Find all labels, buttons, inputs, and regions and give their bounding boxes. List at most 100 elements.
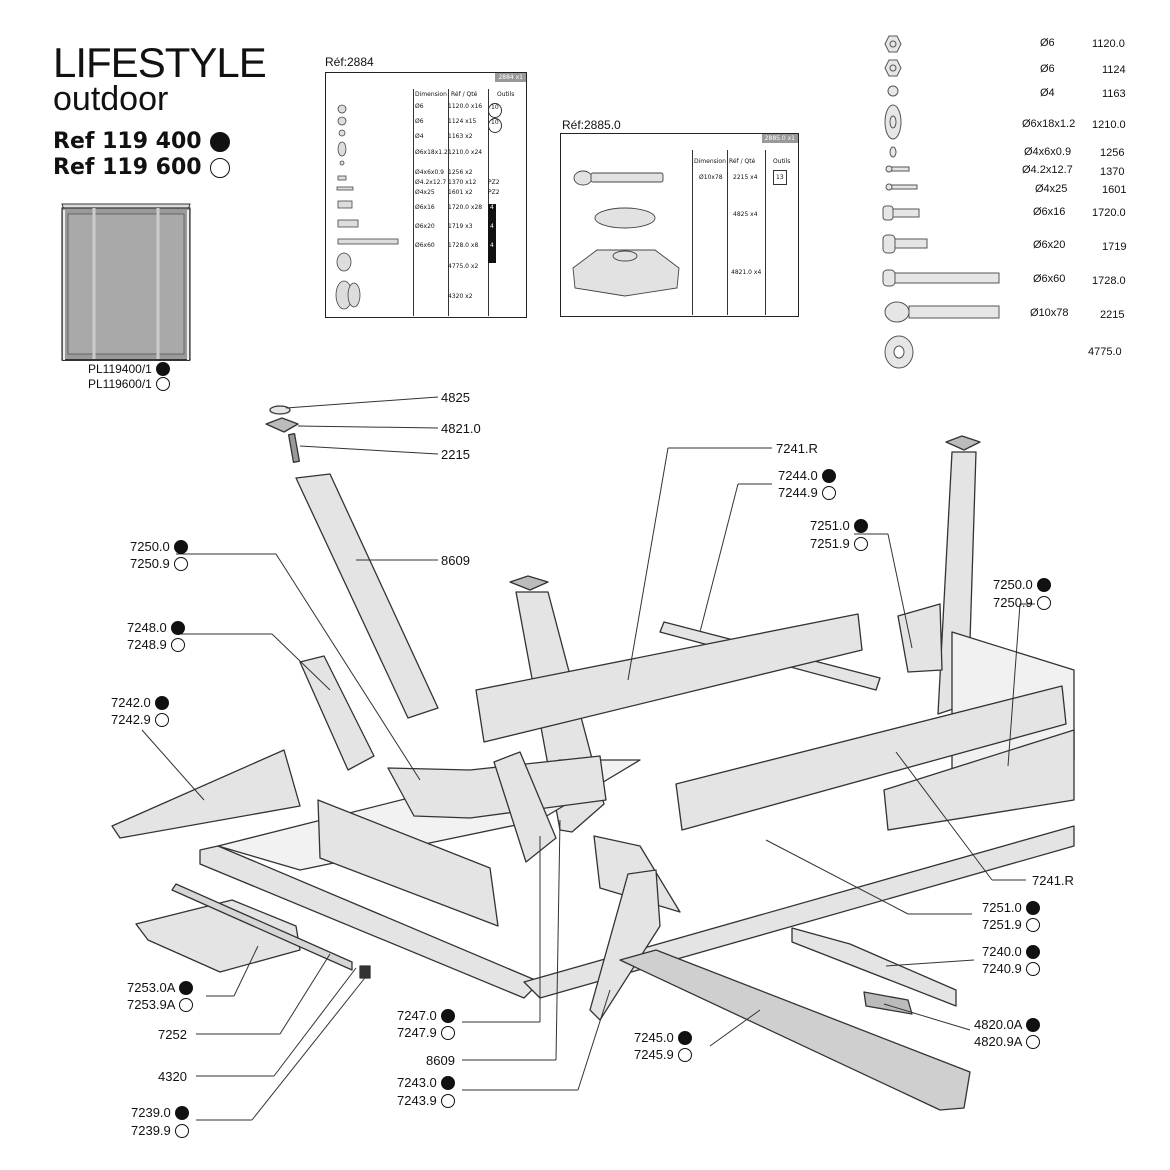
part-7247-bracket <box>493 751 557 863</box>
bolt-medium-icon <box>882 234 928 254</box>
part-7252-tube <box>171 883 353 971</box>
black-color-dot-icon <box>174 1105 189 1120</box>
hardware-dim: Ø6x60 <box>1033 273 1066 285</box>
kit-2885-row-ref: 4825 x4 <box>733 211 758 218</box>
callout-7239-black: 7239.0 <box>131 1105 189 1120</box>
kit-2885-col-dimension: Dimension <box>694 158 726 165</box>
ref-white-row: Ref 119 600 <box>53 155 230 180</box>
callout-4820-white: 4820.9A <box>974 1034 1041 1049</box>
product-thumbnail <box>61 203 191 361</box>
ref-white-label: Ref 119 600 <box>53 155 202 180</box>
black-color-dot-icon <box>440 1008 455 1023</box>
kit-2885-row-ref: 4821.0 x4 <box>731 269 762 276</box>
black-color-dot-icon <box>1025 944 1040 959</box>
callout-7239-white: 7239.9 <box>131 1123 189 1138</box>
part-7240-rail <box>791 927 957 1007</box>
hardware-dim: Ø4 <box>1040 87 1055 99</box>
part-7241R-back-rail <box>475 613 863 743</box>
callout-7247-white: 7247.9 <box>397 1025 455 1040</box>
hardware-ref: 1601 <box>1102 184 1127 196</box>
callout-7251-black-top: 7251.0 <box>810 518 868 533</box>
white-color-dot-icon <box>154 712 169 727</box>
leveler-bolt-icon <box>884 301 1000 323</box>
callout-4820-black: 4820.0A <box>974 1017 1041 1032</box>
hex-nut-icon <box>884 35 902 53</box>
callout-7251-white-right: 7251.9 <box>982 917 1040 932</box>
hardware-dim: Ø10x78 <box>1030 307 1069 319</box>
part-7250-bracket <box>387 755 607 819</box>
white-color-dot-icon <box>821 485 836 500</box>
small-washer-icon <box>889 146 897 158</box>
hardware-ref: 4775.0 <box>1088 346 1122 358</box>
callout-7250-black-right: 7250.0 <box>993 577 1051 592</box>
ref-black-label: Ref 119 400 <box>53 129 202 154</box>
hardware-ref: 1720.0 <box>1092 207 1126 219</box>
hardware-dim: Ø6 <box>1040 37 1055 49</box>
kit-2884-col-dimension: Dimension <box>415 91 447 98</box>
kit-2885-row-ref: 2215 x4 <box>733 174 758 181</box>
kit-2885-tag: 2885.0 x1 <box>761 134 798 143</box>
callout-7252: 7252 <box>158 1027 187 1042</box>
kit-2884-tag: 2884 x1 <box>495 73 526 82</box>
black-color-dot-icon <box>154 695 169 710</box>
hardware-ref: 1256 <box>1100 147 1125 159</box>
small-nut-icon <box>887 85 899 97</box>
callout-7243-black: 7243.0 <box>397 1075 455 1090</box>
white-color-dot-icon <box>155 377 170 391</box>
white-color-dot-icon <box>1025 961 1040 976</box>
white-color-dot-icon <box>173 556 188 571</box>
hardware-ref: 1124 <box>1102 64 1126 76</box>
self-tapping-screw-icon <box>885 165 910 173</box>
black-color-dot-icon <box>1026 1017 1041 1032</box>
black-color-dot-icon <box>1025 900 1040 915</box>
black-color-dot-icon <box>173 539 188 554</box>
kit-2885-row-tool: 13 <box>773 170 787 185</box>
hardware-dim: Ø6x20 <box>1033 239 1066 251</box>
callout-7248-white: 7248.9 <box>127 637 185 652</box>
hardware-ref: 1719 <box>1102 241 1127 253</box>
black-color-dot-icon <box>821 468 836 483</box>
callout-7250-black-left: 7250.0 <box>130 539 188 554</box>
callout-7245-white: 7245.9 <box>634 1047 692 1062</box>
callout-7250-white-right: 7250.9 <box>993 595 1051 610</box>
white-color-dot-icon <box>209 157 230 178</box>
thumb-ref-white-row: PL119600/1 <box>88 377 170 391</box>
part-7251-bracket <box>897 603 943 673</box>
callout-7245-black: 7245.0 <box>634 1030 692 1045</box>
bolt-short-icon <box>882 205 920 221</box>
hardware-dim: Ø4.2x12.7 <box>1022 164 1073 176</box>
thumb-ref-black-label: PL119400/1 <box>88 362 152 376</box>
white-color-dot-icon <box>1026 1034 1041 1049</box>
white-color-dot-icon <box>174 1123 189 1138</box>
sleeve-cap-icon <box>884 335 914 369</box>
white-color-dot-icon <box>179 997 194 1012</box>
ref-black-row: Ref 119 400 <box>53 129 230 154</box>
callout-7244-white: 7244.9 <box>778 485 836 500</box>
callout-7247-black: 7247.0 <box>397 1008 455 1023</box>
callout-7244-black: 7244.0 <box>778 468 836 483</box>
part-4320-cap <box>359 965 371 979</box>
kit-2885-panel: 2885.0 x1 Dimension Réf / Qté Outils Ø10… <box>560 133 799 317</box>
callout-7242-black: 7242.0 <box>111 695 169 710</box>
hardware-dim: Ø6x18x1.2 <box>1022 118 1076 130</box>
black-color-dot-icon <box>179 980 194 995</box>
hardware-dim: Ø4x25 <box>1035 183 1068 195</box>
white-color-dot-icon <box>440 1025 455 1040</box>
callout-4825: 4825 <box>441 390 470 405</box>
hardware-ref: 1163 <box>1102 88 1126 100</box>
callout-8609-top: 8609 <box>441 553 470 568</box>
callout-2215: 2215 <box>441 447 470 462</box>
hardware-icons <box>882 35 1000 369</box>
white-color-dot-icon <box>170 637 185 652</box>
hardware-ref: 1120.0 <box>1092 38 1125 50</box>
part-8609-leg-top <box>295 473 439 719</box>
kit-2884-hardware-icons <box>335 104 399 310</box>
